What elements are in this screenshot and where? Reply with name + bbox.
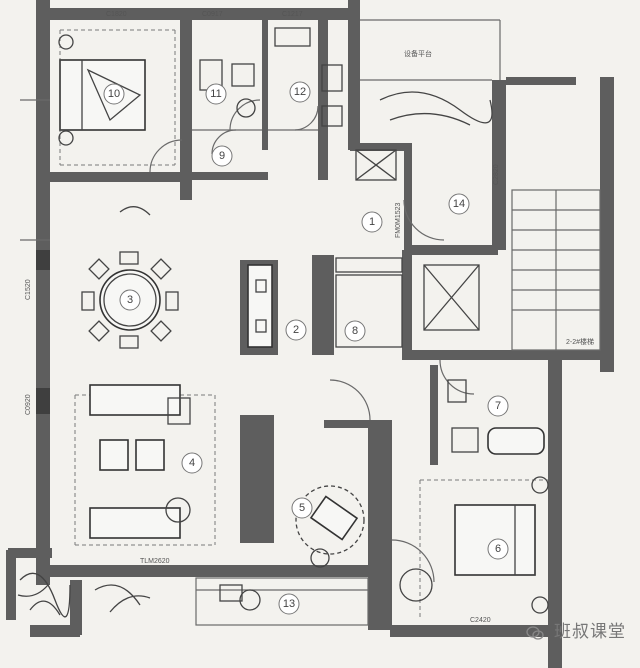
door-codes: C1820 C0917 C1217 C1520 C0920 TLM2620 C2…: [25, 11, 594, 624]
kitchen-island: [247, 264, 273, 348]
study-desk: [295, 485, 365, 568]
svg-text:13: 13: [283, 598, 295, 610]
bed-second: [399, 476, 549, 614]
code-c1520: C1520: [25, 279, 32, 300]
code-tlm: TLM2620: [140, 558, 170, 565]
code-c1820: C1820: [106, 11, 127, 18]
label-stair: 2-2#楼梯: [566, 337, 594, 346]
code-c0920: C0920: [25, 394, 32, 415]
room-badge-7: 7: [487, 395, 509, 417]
room-badge-1: 1: [361, 211, 383, 233]
storage-cabinet: [335, 257, 403, 348]
toilet-fixtures: [199, 59, 256, 118]
svg-text:9: 9: [219, 150, 225, 162]
room-badge-8: 8: [344, 320, 366, 342]
walls: [6, 0, 614, 668]
code-c2820: C2820: [493, 164, 500, 185]
svg-text:8: 8: [352, 325, 358, 337]
room-badge-10: 10: [103, 83, 125, 105]
room-badge-11: 11: [205, 83, 227, 105]
svg-text:2: 2: [293, 324, 299, 336]
door-swings: [149, 99, 475, 583]
code-fm: FM0M1523: [395, 202, 402, 238]
label-platform: 设备平台: [404, 49, 432, 58]
wechat-icon: [526, 626, 544, 640]
bathroom-fixtures: [447, 379, 545, 455]
living-sofa: [89, 384, 191, 539]
code-c0917: C0917: [202, 11, 223, 18]
room-badge-4: 4: [181, 452, 203, 474]
svg-text:1: 1: [369, 216, 375, 228]
staircase: [511, 189, 601, 351]
svg-text:3: 3: [127, 294, 133, 306]
room-badge-12: 12: [289, 81, 311, 103]
room-badge-14: 14: [448, 193, 470, 215]
svg-text:11: 11: [210, 88, 221, 100]
svg-text:7: 7: [495, 400, 501, 412]
room-badge-6: 6: [487, 538, 509, 560]
watermark-text: 班叔课堂: [554, 622, 626, 642]
room-numbers: 10 11 12 9 1 14 3 2 8 7 4 5 6 13: [103, 81, 509, 615]
svg-text:4: 4: [189, 457, 195, 469]
bed-master: [58, 34, 146, 146]
room-badge-5: 5: [291, 497, 313, 519]
elevator: [355, 149, 480, 331]
room-badge-13: 13: [278, 593, 300, 615]
svg-text:12: 12: [294, 86, 306, 98]
code-c2420: C2420: [470, 617, 491, 624]
svg-text:6: 6: [495, 543, 501, 555]
balcony-area: [195, 577, 369, 626]
room-badge-2: 2: [285, 319, 307, 341]
code-c1217: C1217: [282, 11, 303, 18]
svg-text:14: 14: [453, 198, 465, 210]
plants: [17, 91, 493, 618]
room-badge-3: 3: [119, 289, 141, 311]
room-badge-9: 9: [211, 145, 233, 167]
svg-text:5: 5: [299, 502, 305, 514]
laundry-fixtures: [274, 27, 343, 127]
svg-text:10: 10: [108, 88, 120, 100]
